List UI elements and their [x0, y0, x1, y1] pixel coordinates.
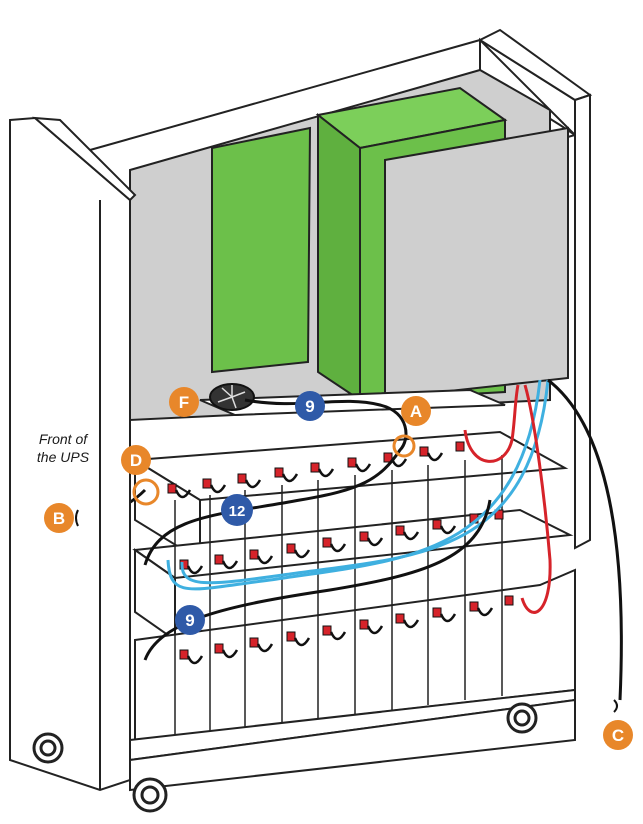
callout-a: A	[401, 396, 431, 426]
red-cables	[463, 384, 552, 614]
battery-terminals-row-3	[179, 595, 514, 660]
cable-badge-middle: 12	[221, 494, 253, 526]
power-module-left	[211, 126, 312, 374]
callout-f: F	[169, 387, 199, 417]
battery-terminals-row-1	[167, 441, 465, 494]
battery-tray-middle	[132, 508, 574, 642]
svg-text:12: 12	[229, 503, 246, 520]
front-gray-panel	[384, 126, 569, 400]
callout-d: D	[121, 445, 151, 475]
cable-badge-top: 9	[295, 391, 325, 421]
cable-badge-bottom: 9	[175, 605, 205, 635]
connector-highlight-d	[132, 478, 160, 506]
front-of-ups-line1: Front of	[38, 431, 88, 447]
battery-terminals-row-2	[179, 509, 504, 570]
connector-highlight-a	[392, 434, 416, 458]
caster-wheels	[32, 702, 538, 813]
fan-icon	[209, 383, 255, 411]
cabinet-base	[129, 688, 576, 792]
callout-c: C	[603, 720, 633, 750]
break-mark-c	[613, 699, 618, 713]
battery-jumpers	[174, 452, 494, 665]
svg-text:C: C	[612, 726, 624, 745]
svg-text:F: F	[179, 393, 189, 412]
svg-text:A: A	[410, 402, 422, 421]
break-mark-b	[75, 509, 79, 527]
blue-cables	[166, 379, 550, 591]
svg-text:9: 9	[185, 611, 194, 630]
front-side-panel	[9, 116, 137, 792]
svg-text:D: D	[130, 451, 142, 470]
svg-text:B: B	[53, 509, 65, 528]
callout-b: B	[44, 503, 74, 533]
front-of-ups-line2: the UPS	[36, 449, 90, 465]
svg-text:9: 9	[305, 397, 314, 416]
front-of-ups-label: Front of the UPS	[18, 430, 108, 466]
